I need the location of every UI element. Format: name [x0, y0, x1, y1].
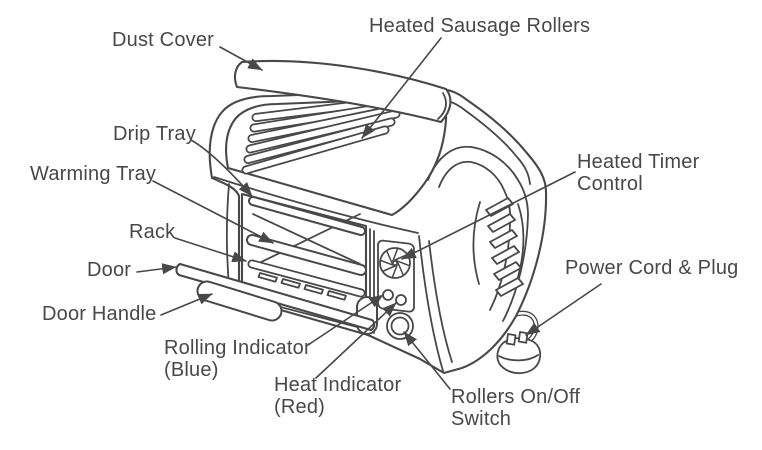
plug-prong — [517, 331, 529, 344]
rollers-on-off-switch[interactable] — [386, 312, 414, 340]
corner-post — [418, 235, 444, 372]
power-cord-and-plug — [496, 310, 542, 375]
label-heated-timer-line1: Heated Timer — [577, 151, 700, 173]
leader-warming-tray — [152, 180, 274, 244]
label-heated-timer-control: Heated Timer Control — [577, 151, 699, 195]
side-vent-panel — [472, 197, 525, 297]
leader-heat-indicator — [315, 302, 397, 379]
label-heated-sausage-rollers: Heated Sausage Rollers — [369, 15, 591, 37]
leader-heated-timer-control — [401, 171, 576, 260]
label-rack: Rack — [129, 221, 176, 243]
label-rollers-switch-line1: Rollers On/Off — [451, 386, 581, 408]
label-rollers-on-off-switch: Rollers On/Off Switch — [451, 386, 580, 430]
heated-sausage-rollers — [241, 94, 410, 175]
vent-slat — [495, 277, 524, 297]
label-heat-indicator: Heat Indicator (Red) — [274, 374, 401, 418]
vent-accent-left — [472, 201, 481, 285]
vent-accent-right — [515, 203, 525, 285]
leader-drip-tray — [190, 139, 253, 197]
leader-door-handle — [160, 293, 213, 316]
leader-door — [136, 263, 177, 275]
front-lip-segments — [257, 272, 347, 301]
label-heat-indicator-line2: (Red) — [274, 396, 326, 418]
oven-rack — [247, 259, 366, 298]
leader-lines — [136, 37, 602, 390]
power-plug — [496, 337, 542, 375]
label-rolling-indicator: Rolling Indicator (Blue) — [164, 337, 311, 381]
label-power-cord-plug: Power Cord & Plug — [565, 257, 739, 279]
vent-slat — [493, 261, 522, 281]
label-rolling-indicator-line2: (Blue) — [164, 359, 219, 381]
dial-vanes — [380, 248, 410, 278]
leader-power-cord-plug — [525, 283, 602, 336]
front-band — [213, 176, 419, 234]
drip-tray — [248, 196, 366, 236]
leader-heated-sausage-rollers — [361, 37, 442, 139]
label-warming-tray: Warming Tray — [30, 163, 157, 185]
heat-indicator-light — [395, 294, 407, 306]
door-slab — [175, 262, 376, 332]
oven-door — [175, 262, 376, 332]
label-door: Door — [87, 259, 132, 281]
dust-cover — [233, 59, 452, 124]
leader-rolling-indicator — [307, 294, 384, 346]
timer-dial[interactable] — [379, 247, 411, 279]
label-door-handle: Door Handle — [42, 303, 157, 325]
label-drip-tray: Drip Tray — [113, 123, 196, 145]
vent-slat — [487, 213, 516, 233]
vent-slat — [489, 229, 518, 249]
plug-prong — [505, 333, 517, 346]
door-handle — [196, 280, 283, 322]
leader-dust-cover — [219, 46, 263, 71]
corner-post — [428, 240, 453, 363]
label-dust-cover: Dust Cover — [112, 29, 215, 51]
label-rolling-indicator-line1: Rolling Indicator — [164, 337, 311, 359]
warming-tray — [246, 234, 367, 276]
label-heated-timer-line2: Control — [577, 173, 643, 195]
machine-body — [208, 88, 548, 375]
leader-rack — [174, 237, 247, 263]
label-heat-indicator-line1: Heat Indicator — [274, 374, 402, 396]
leader-rollers-switch — [403, 331, 451, 390]
rolling-indicator-light — [382, 289, 394, 301]
label-rollers-switch-line2: Switch — [451, 408, 512, 430]
vent-slat — [491, 245, 520, 265]
